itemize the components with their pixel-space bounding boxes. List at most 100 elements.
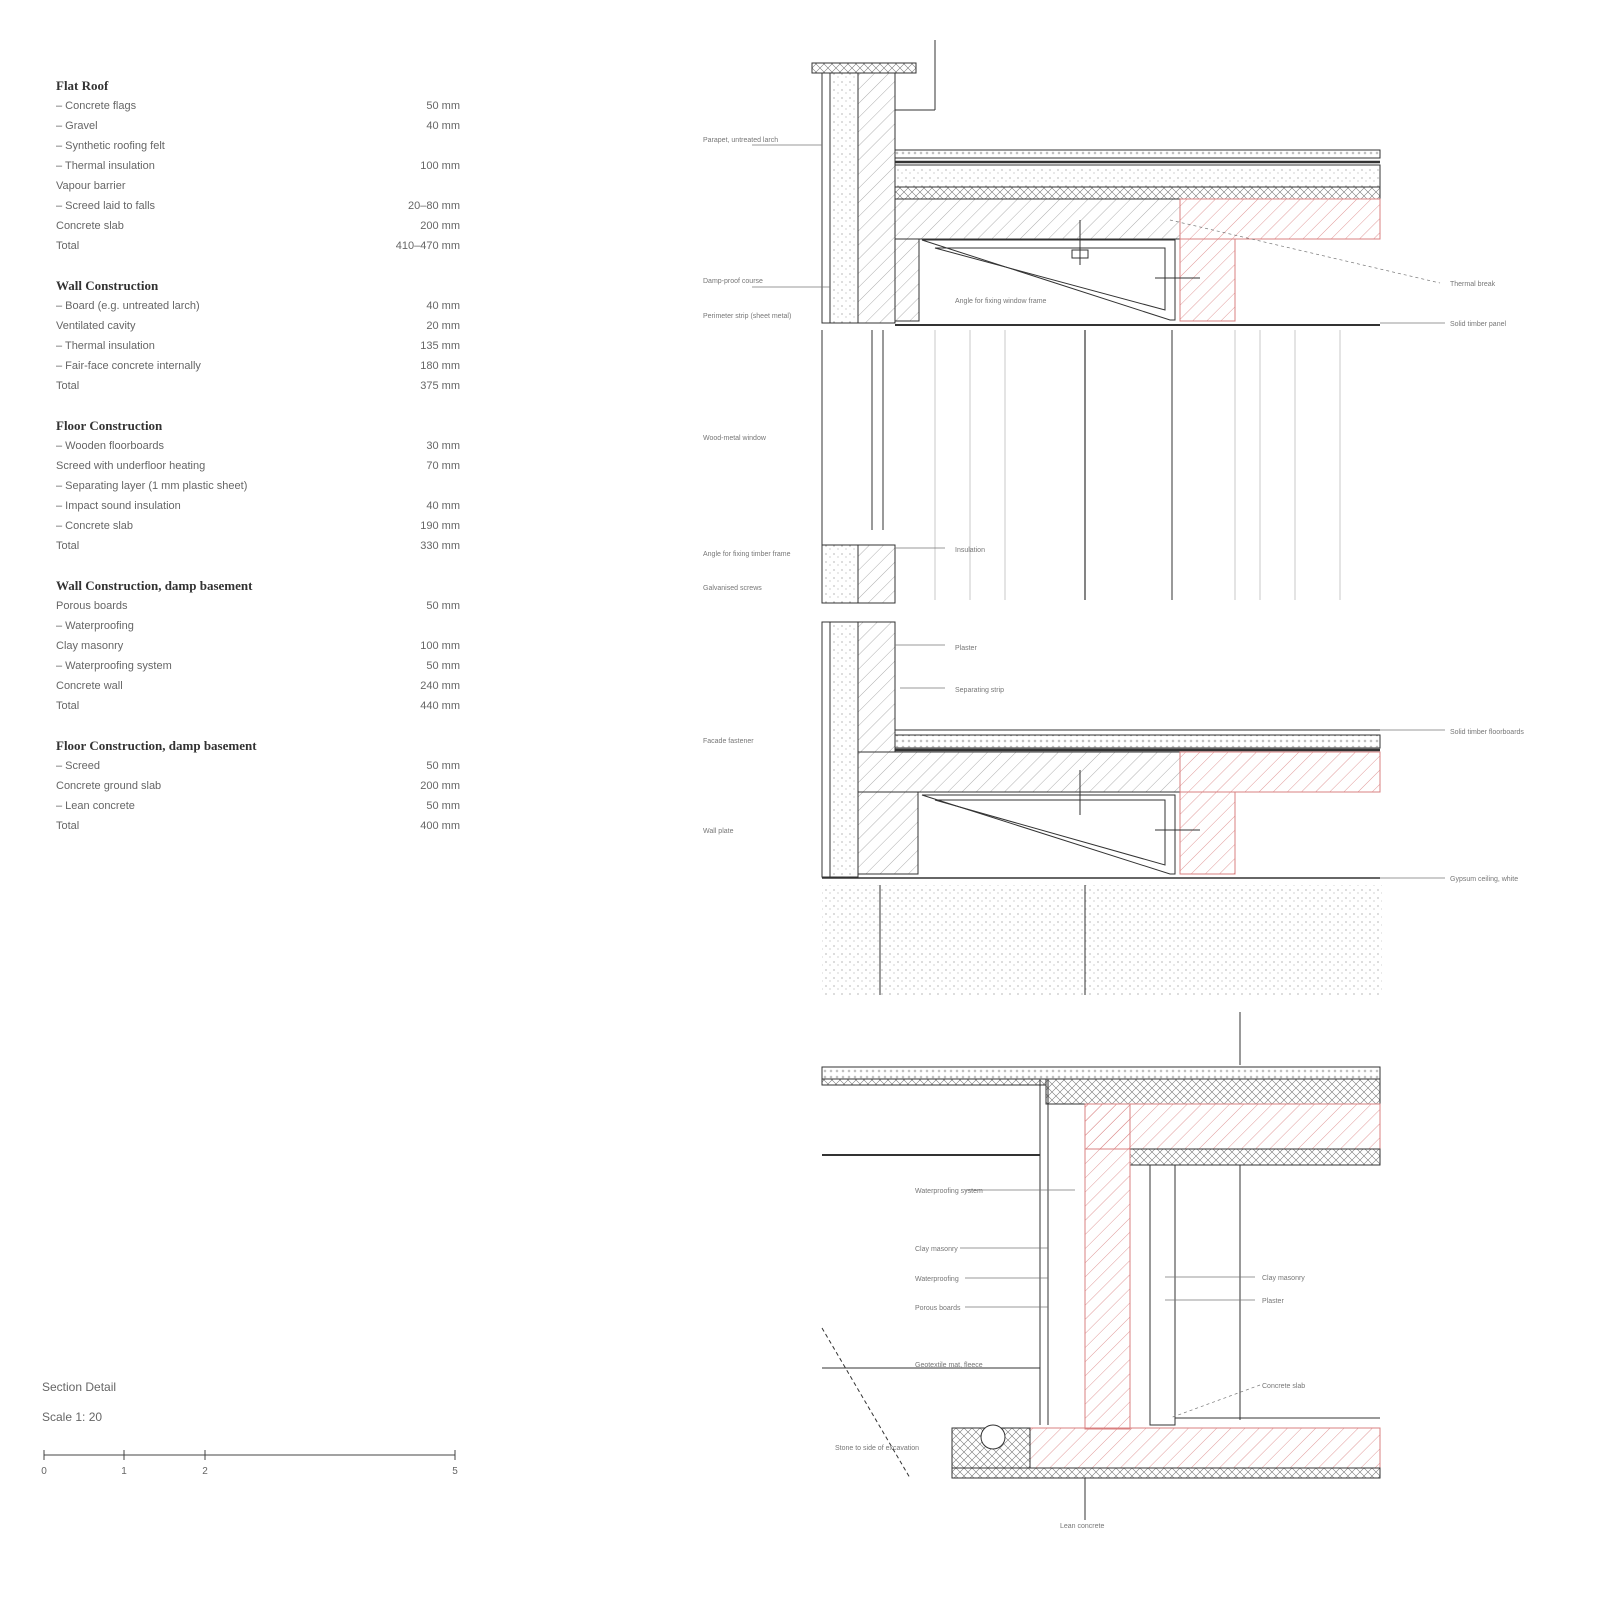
roof-downstand-red (1179, 238, 1236, 322)
roof-screed (894, 186, 1381, 200)
spec-row-value: 200 mm (420, 220, 460, 232)
label-gypsum-ceiling: Gypsum ceiling, white (1450, 876, 1518, 883)
sill-concrete (857, 544, 896, 604)
spec-row-value: 40 mm (426, 120, 460, 132)
spec-row: Concrete wall 240 mm (56, 676, 460, 696)
spec-row-label: Total (56, 240, 80, 252)
spec-section-title: Wall Construction (56, 278, 159, 293)
lean-concrete (951, 1467, 1381, 1479)
spec-row-label: Concrete wall (56, 680, 123, 692)
spec-row-label: – Board (e.g. untreated larch) (56, 300, 200, 312)
label-clay-masonry-left: Clay masonry (915, 1246, 958, 1253)
spec-row-label: – Thermal insulation (56, 160, 155, 172)
spec-row-label: – Screed laid to falls (56, 200, 156, 212)
basement-top-slab-red (1084, 1103, 1381, 1150)
label-angle-timber-frame: Angle for fixing timber frame (703, 551, 791, 558)
spec-row-label: – Concrete slab (56, 520, 134, 532)
spec-row-label: – Synthetic roofing felt (56, 140, 165, 152)
spec-row: – Gravel 40 mm (56, 116, 460, 136)
label-thermal-break: Thermal break (1450, 281, 1496, 288)
label-plaster-right: Plaster (1262, 1298, 1284, 1305)
spec-row: Vapour barrier (56, 176, 460, 196)
label-solid-timber-panel: Solid timber panel (1450, 321, 1506, 328)
label-solid-timber-floorboards: Solid timber floorboards (1450, 729, 1524, 736)
spec-row-value: 190 mm (420, 520, 460, 532)
spec-row-label: – Thermal insulation (56, 340, 155, 352)
label-waterproofing: Waterproofing (915, 1276, 959, 1283)
floor-screed (894, 734, 1381, 749)
upper-section (811, 40, 1382, 995)
spec-row-value: 70 mm (426, 460, 460, 472)
scale-bar: 0 1 2 5 (0, 0, 458, 1477)
label-waterproofing-system: Waterproofing system (915, 1188, 983, 1195)
spec-section: Wall Construction – Board (e.g. untreated… (56, 276, 460, 396)
spec-row-value: 40 mm (426, 500, 460, 512)
basement-section (821, 1012, 1381, 1520)
spec-row: Clay masonry 100 mm (56, 636, 460, 656)
spec-row-label: – Gravel (56, 120, 98, 132)
spec-section: Floor Construction, damp basement– Scree… (56, 736, 460, 836)
spec-row-label: – Separating layer (1 mm plastic sheet) (56, 480, 248, 492)
concrete-wall-mid (857, 621, 896, 753)
spec-row-value: 240 mm (420, 680, 460, 692)
label-parapet: Parapet, untreated larch (703, 137, 778, 144)
roof-gravel (894, 149, 1381, 159)
spec-row: – Concrete slab 190 mm (56, 516, 460, 536)
leader-lines (752, 144, 1445, 1419)
concrete-wall-upper (857, 72, 896, 324)
floor-slab-red (1179, 751, 1381, 793)
label-galvanised: Galvanised screws (703, 585, 762, 592)
spec-row: – Impact sound insulation 40 mm (56, 496, 460, 516)
label-wood-metal-window: Wood-metal window (703, 435, 767, 442)
spec-row-value: 20 mm (426, 320, 460, 332)
angle-bracket-upper (921, 239, 1176, 321)
spec-section-title: Wall Construction, damp basement (56, 578, 253, 593)
spec-row-value: 440 mm (420, 700, 460, 712)
label-concrete-slab: Concrete slab (1262, 1383, 1305, 1390)
spec-row-label: – Impact sound insulation (56, 500, 181, 512)
scale-bar-graphic (43, 1450, 456, 1460)
spec-row-value: 50 mm (426, 660, 460, 672)
drawing-labels: Parapet, untreated larch Damp-proof cour… (703, 137, 1524, 1530)
basement-top-slab-upper (1045, 1078, 1381, 1105)
spec-section-title: Floor Construction (56, 418, 163, 433)
spec-row-label: Clay masonry (56, 640, 124, 652)
scale-label-1: 1 (121, 1466, 127, 1477)
ground-slab-red (1029, 1427, 1381, 1469)
spec-row: – Separating layer (1 mm plastic sheet) (56, 476, 460, 496)
spec-row-value: 180 mm (420, 360, 460, 372)
spec-row-label: Concrete ground slab (56, 780, 162, 792)
spec-row-label: Total (56, 540, 80, 552)
spec-row-value: 135 mm (420, 340, 460, 352)
spec-row-label: – Concrete flags (56, 100, 137, 112)
scale-label-2: 2 (202, 1466, 208, 1477)
spec-row-value: 100 mm (420, 640, 460, 652)
spec-row-label: Total (56, 700, 80, 712)
spec-section: Flat Roof – Concrete flags 50 mm – Gravel 40… (56, 76, 460, 256)
spec-row-label: Total (56, 380, 80, 392)
spec-row-label: Porous boards (56, 600, 128, 612)
spec-section-title: Flat Roof (56, 78, 109, 93)
basement-top-screed (821, 1066, 1381, 1080)
scale-label-0: 0 (41, 1466, 47, 1477)
spec-row-value: 50 mm (426, 100, 460, 112)
lintel-upper (894, 238, 920, 322)
label-lean-concrete: Lean concrete (1060, 1523, 1104, 1530)
spec-row-value: 400 mm (420, 820, 460, 832)
